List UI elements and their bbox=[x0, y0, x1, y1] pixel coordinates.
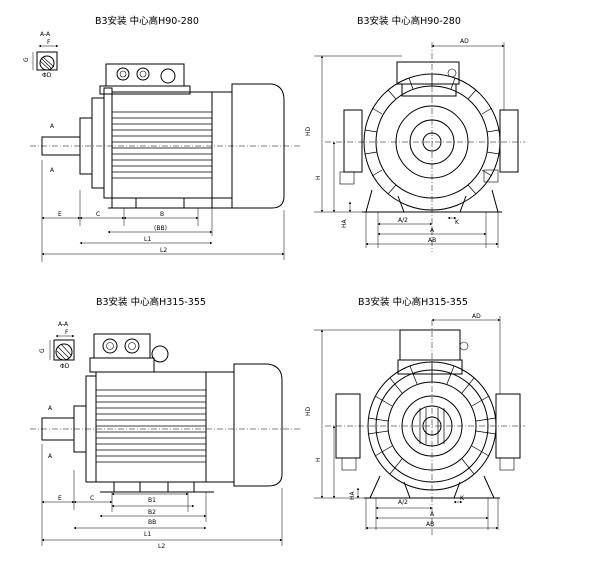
side-large-b1-label: B1 bbox=[148, 497, 156, 504]
section-view-top: A-A F G ΦD bbox=[23, 31, 59, 79]
side-large-a-label-bottom: A bbox=[48, 453, 53, 460]
end-large-hd-label: HD bbox=[305, 406, 312, 416]
end-large-h-label: H bbox=[315, 457, 322, 462]
radial-fins-small bbox=[364, 74, 500, 195]
cooling-fins-top-side bbox=[112, 111, 212, 179]
section-d-label-2: ΦD bbox=[60, 363, 70, 370]
side-small-e-label: E bbox=[58, 211, 62, 218]
end-view-large-motor: AD HD H HA A/2 K A AB bbox=[305, 313, 525, 536]
side-large-c-label: C bbox=[90, 495, 94, 502]
section-g-label-2: G bbox=[39, 348, 46, 353]
side-small-b-label: B bbox=[160, 211, 164, 218]
section-g-label: G bbox=[23, 57, 30, 62]
section-label: A-A bbox=[40, 31, 51, 38]
side-large-a-label-top: A bbox=[48, 405, 53, 412]
end-small-ha-label: HA bbox=[341, 218, 348, 228]
section-f-label-2: F bbox=[65, 329, 69, 336]
end-large-ab-label: AB bbox=[426, 521, 434, 528]
title-top-right: B3安装 中心高H90-280 bbox=[357, 15, 461, 27]
title-bottom-right: B3安装 中心高H315-355 bbox=[358, 296, 468, 308]
end-small-hd-label: HD bbox=[305, 126, 312, 136]
side-small-bb-label: (BB) bbox=[154, 225, 167, 232]
end-small-ad-label: AD bbox=[460, 38, 469, 45]
side-large-e-label: E bbox=[58, 495, 62, 502]
section-label-2: A-A bbox=[58, 321, 69, 328]
end-large-k-label: K bbox=[460, 495, 465, 502]
title-bottom-left: B3安装 中心高H315-355 bbox=[96, 296, 206, 308]
side-large-b2-label: B2 bbox=[148, 509, 156, 516]
section-view-bottom: A-A F G ΦD bbox=[39, 321, 75, 370]
section-d-label: ΦD bbox=[42, 72, 52, 79]
side-small-l1-label: L1 bbox=[144, 236, 151, 243]
end-small-k-label: K bbox=[455, 219, 460, 226]
side-small-l2-label: L2 bbox=[160, 247, 167, 254]
title-top-left: B3安装 中心高H90-280 bbox=[95, 15, 199, 27]
side-small-a-label-top: A bbox=[50, 123, 55, 130]
end-small-a-label: A bbox=[430, 227, 435, 234]
side-large-l2-label: L2 bbox=[158, 543, 165, 550]
side-large-l1-label: L1 bbox=[144, 531, 151, 538]
side-view-large-motor: A A E C B1 B2 BB L1 L2 bbox=[30, 333, 300, 550]
side-small-c-label: C bbox=[96, 211, 100, 218]
end-small-a2-label: A/2 bbox=[398, 217, 408, 224]
cooling-fins-bottom-side bbox=[96, 389, 206, 463]
side-view-small-motor: A A E C B (BB) L1 L2 bbox=[30, 63, 300, 262]
end-large-a2-label: A/2 bbox=[398, 499, 408, 506]
end-large-a-label: A bbox=[430, 511, 435, 518]
side-large-bb-label: BB bbox=[148, 519, 156, 526]
end-small-h-label: H bbox=[315, 175, 322, 180]
section-f-label: F bbox=[47, 39, 51, 46]
end-view-small-motor: AD HD H HA A/2 K A AB bbox=[305, 38, 525, 252]
end-large-ad-label: AD bbox=[472, 313, 481, 320]
radial-fins-large bbox=[367, 362, 497, 475]
side-small-a-label-bottom: A bbox=[50, 167, 55, 174]
end-large-ha-label: HA bbox=[349, 490, 356, 500]
end-small-ab-label: AB bbox=[428, 237, 436, 244]
